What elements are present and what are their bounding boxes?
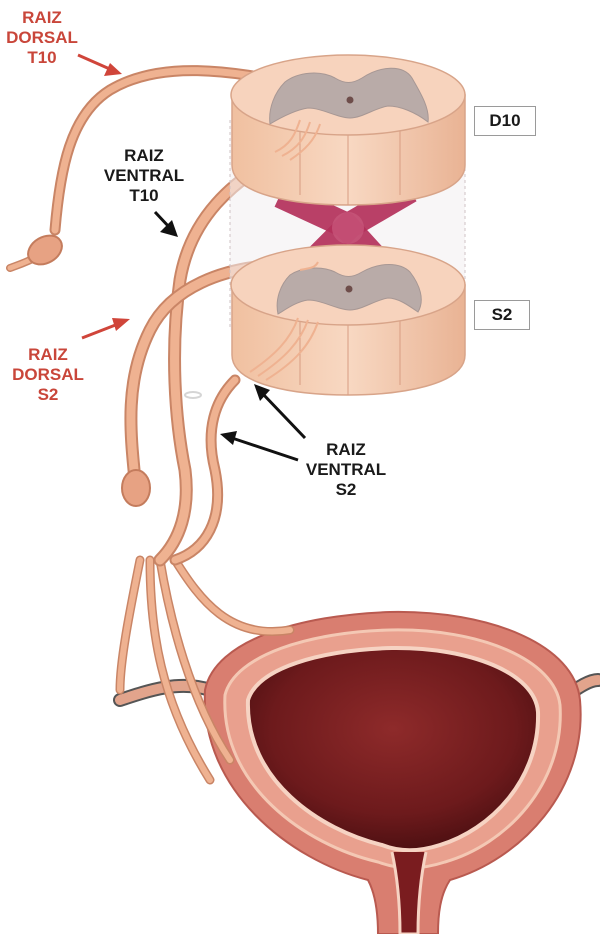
level-box-d10: D10 [474,106,536,136]
label-dorsal-t10-line3: T10 [6,48,78,68]
arrow-ventral-t10 [155,212,178,237]
label-dorsal-s2-line2: DORSAL [8,365,88,385]
nerve-ring-marker [185,392,201,398]
label-dorsal-s2-line1: RAIZ [8,345,88,365]
label-dorsal-t10-line2: DORSAL [6,28,78,48]
d10-segment [231,55,465,205]
spinal-cord [230,55,465,395]
level-box-s2: S2 [474,300,530,330]
label-ventral-t10-line1: RAIZ [98,146,190,166]
label-dorsal-s2-line3: S2 [8,385,88,405]
label-ventral-s2: RAIZ VENTRAL S2 [296,440,396,500]
arrow-dorsal-t10 [78,55,122,76]
label-ventral-s2-line2: VENTRAL [296,460,396,480]
label-dorsal-t10-line1: RAIZ [6,8,78,28]
arrow-dorsal-s2 [82,318,130,338]
arrow-ventral-s2-lower [220,431,298,460]
bladder [205,612,581,934]
s2-dorsal-ganglion [122,470,150,506]
s2-segment [231,245,465,395]
label-dorsal-s2: RAIZ DORSAL S2 [8,345,88,405]
label-ventral-t10-line2: VENTRAL [98,166,190,186]
label-ventral-s2-line1: RAIZ [296,440,396,460]
label-dorsal-t10: RAIZ DORSAL T10 [6,8,78,68]
label-ventral-t10-line3: T10 [98,186,190,206]
label-ventral-t10: RAIZ VENTRAL T10 [98,146,190,206]
label-ventral-s2-line3: S2 [296,480,396,500]
